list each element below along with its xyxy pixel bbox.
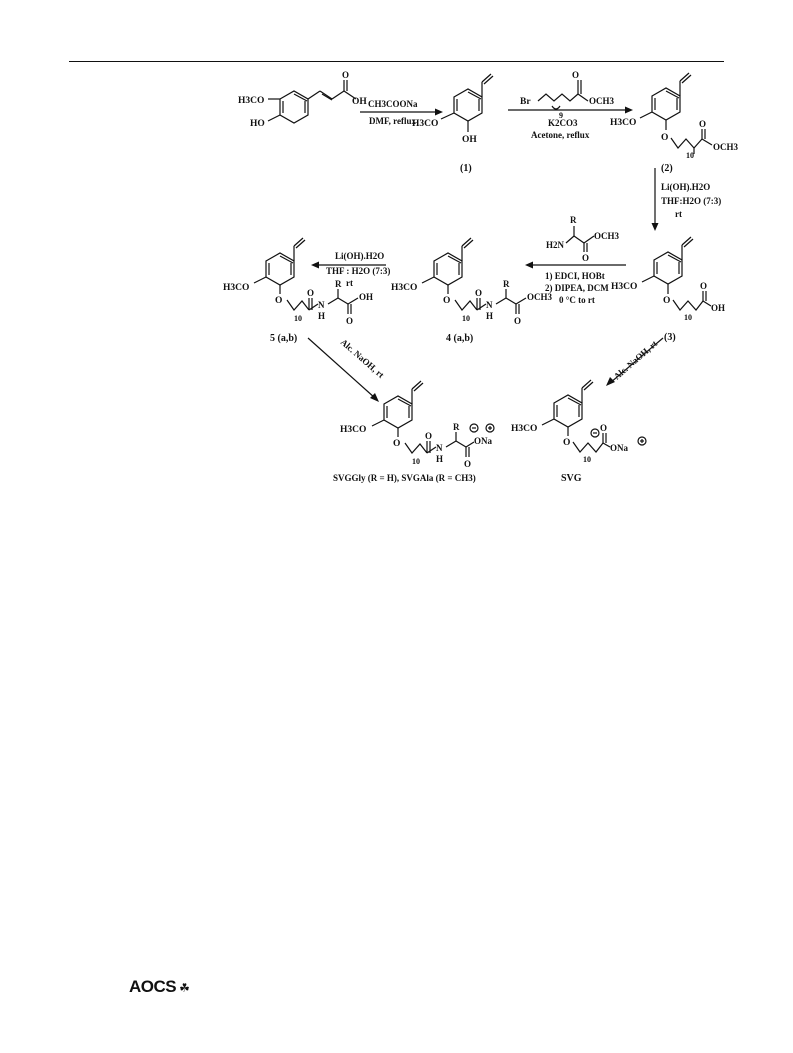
c4-r: R bbox=[503, 279, 510, 289]
c5-h3co: H3CO bbox=[223, 283, 249, 293]
c4-h: H bbox=[486, 311, 493, 321]
c3-oh: OH bbox=[711, 303, 725, 313]
svgaa-ona: ONa bbox=[474, 436, 493, 446]
c5-h: H bbox=[318, 311, 325, 321]
ferulic-oh: OH bbox=[352, 97, 367, 107]
svg-salt-structure bbox=[541, 379, 647, 453]
ferulic-o: O bbox=[342, 70, 349, 80]
ferulic-acid-structure bbox=[267, 80, 357, 124]
step2-base: K2CO3 bbox=[548, 118, 578, 128]
c5-o-carbonyl: O bbox=[307, 288, 314, 298]
c5-n: N bbox=[318, 300, 325, 310]
c5-r: R bbox=[335, 279, 342, 289]
c4-n10: 10 bbox=[462, 314, 470, 323]
c2-h3co: H3CO bbox=[610, 118, 636, 128]
c3-n10: 10 bbox=[684, 313, 692, 322]
c2-o-carbonyl: O bbox=[699, 119, 706, 129]
c4-n: N bbox=[486, 300, 493, 310]
ferulic-ho: HO bbox=[250, 119, 265, 129]
svgaa-o: O bbox=[393, 439, 400, 449]
c2-o: O bbox=[661, 133, 668, 143]
compound-2-label: (2) bbox=[661, 163, 673, 174]
svg-amino-salt-structure bbox=[371, 380, 495, 457]
step2-br: Br bbox=[520, 97, 531, 107]
ferulic-h3co: H3CO bbox=[238, 96, 264, 106]
c3-o: O bbox=[663, 296, 670, 306]
c1-oh: OH bbox=[462, 135, 477, 145]
compound-3-label: (3) bbox=[664, 332, 676, 343]
aocs-logo-mark-icon: ☘ bbox=[179, 981, 190, 995]
step6-conditions: Alc. NaOH, rt bbox=[339, 337, 386, 380]
compound-1-label: (1) bbox=[460, 163, 472, 174]
compound-4-label: 4 (a,b) bbox=[446, 333, 473, 344]
c1-h3co: H3CO bbox=[412, 119, 438, 129]
arrow-heads bbox=[311, 106, 659, 402]
svgaa-o-carbonyl: O bbox=[425, 431, 432, 441]
svg-label: SVG bbox=[561, 473, 582, 484]
step4-cond3: 0 °C to rt bbox=[559, 295, 595, 305]
c4-h3co: H3CO bbox=[391, 283, 417, 293]
step3-solvent: THF:H2O (7:3) bbox=[661, 196, 721, 206]
step4-cond1: 1) EDCI, HOBt bbox=[545, 271, 605, 281]
svgaa-h: H bbox=[436, 454, 443, 464]
svgaa-o-ester: O bbox=[464, 459, 471, 469]
c3-h3co: H3CO bbox=[611, 282, 637, 292]
step5-reagent: Li(OH).H2O bbox=[335, 251, 384, 261]
c3-o-carbonyl: O bbox=[700, 281, 707, 291]
compound-5-structure bbox=[253, 237, 359, 314]
c5-o: O bbox=[275, 296, 282, 306]
step4-cond2: 2) DIPEA, DCM bbox=[545, 283, 609, 293]
svgaa-n10: 10 bbox=[412, 457, 420, 466]
arrow-step-7 bbox=[609, 337, 664, 384]
svg-h3co: H3CO bbox=[511, 424, 537, 434]
aocs-logo-text: AOCS bbox=[129, 977, 177, 996]
c4-o: O bbox=[443, 296, 450, 306]
svgaa-n: N bbox=[436, 443, 443, 453]
step2-conditions: Acetone, reflux bbox=[531, 130, 590, 140]
c2-n10: 10 bbox=[686, 151, 694, 160]
step3-temp: rt bbox=[675, 209, 682, 219]
c4-och3: OCH3 bbox=[527, 292, 553, 302]
step4-och3: OCH3 bbox=[594, 231, 620, 241]
svgaa-r: R bbox=[453, 422, 460, 432]
compound-1-structure bbox=[440, 73, 494, 132]
arrow-step-6 bbox=[307, 337, 376, 399]
bromo-ester-reagent bbox=[537, 80, 589, 110]
aocs-logo: AOCS☘ bbox=[129, 977, 190, 997]
reaction-arrows bbox=[307, 109, 664, 399]
compound-3-structure bbox=[641, 236, 712, 311]
compound-4-structure bbox=[421, 237, 527, 314]
header-rule bbox=[69, 61, 724, 62]
svgaa-h3co: H3CO bbox=[340, 425, 366, 435]
step7-conditions: Alc. NaOH, rt bbox=[612, 339, 659, 382]
c4-o-ester: O bbox=[514, 316, 521, 326]
step2-o: O bbox=[572, 70, 579, 80]
step3-reagent: Li(OH).H2O bbox=[661, 182, 710, 192]
compound-2-structure bbox=[639, 72, 713, 154]
c5-n10: 10 bbox=[294, 314, 302, 323]
c2-och3: OCH3 bbox=[713, 142, 739, 152]
step1-conditions: DMF, reflux bbox=[369, 116, 416, 126]
compound-5-label: 5 (a,b) bbox=[270, 333, 297, 344]
amino-ester-reagent bbox=[565, 226, 595, 252]
svg-o-carbonyl: O bbox=[600, 423, 607, 433]
step2-och3: OCH3 bbox=[589, 96, 615, 106]
svg-amino-salt-label: SVGGly (R = H), SVGAla (R = CH3) bbox=[333, 473, 476, 483]
step4-o: O bbox=[582, 253, 589, 263]
step2-sub: 9 bbox=[559, 111, 563, 120]
step4-r: R bbox=[570, 215, 577, 225]
c5-o-acid: O bbox=[346, 316, 353, 326]
svg-n10: 10 bbox=[583, 455, 591, 464]
step4-h2n: H2N bbox=[546, 240, 565, 250]
c4-o-carbonyl: O bbox=[475, 288, 482, 298]
step1-reagent: CH3COONa bbox=[368, 99, 418, 109]
svg-o: O bbox=[563, 438, 570, 448]
step5-solvent: THF : H2O (7:3) bbox=[326, 266, 390, 276]
step5-temp: rt bbox=[346, 278, 353, 288]
svg-ona: ONa bbox=[610, 443, 629, 453]
c5-oh: OH bbox=[359, 292, 373, 302]
